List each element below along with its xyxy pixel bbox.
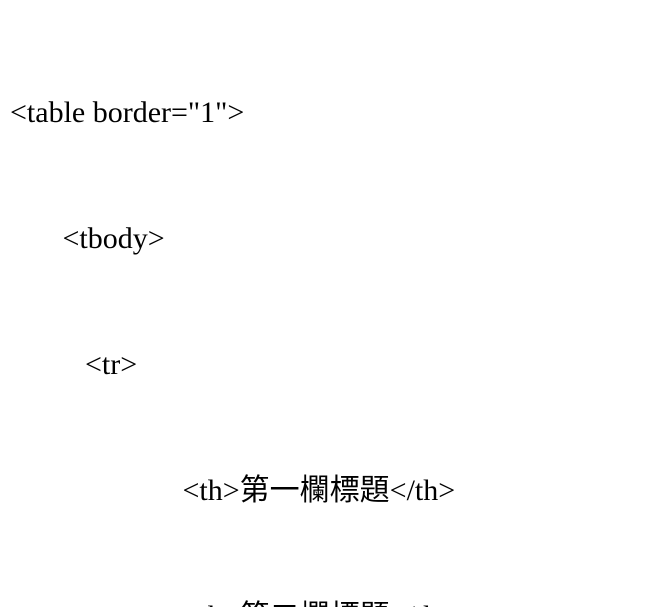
code-line: <th>第一欄標題</th>	[10, 474, 456, 507]
code-line: <tbody>	[10, 222, 165, 255]
code-line: <th>第二欄標題</th>	[10, 596, 640, 607]
code-line: <table border="1">	[10, 96, 245, 129]
code-line: <tr>	[10, 348, 138, 381]
